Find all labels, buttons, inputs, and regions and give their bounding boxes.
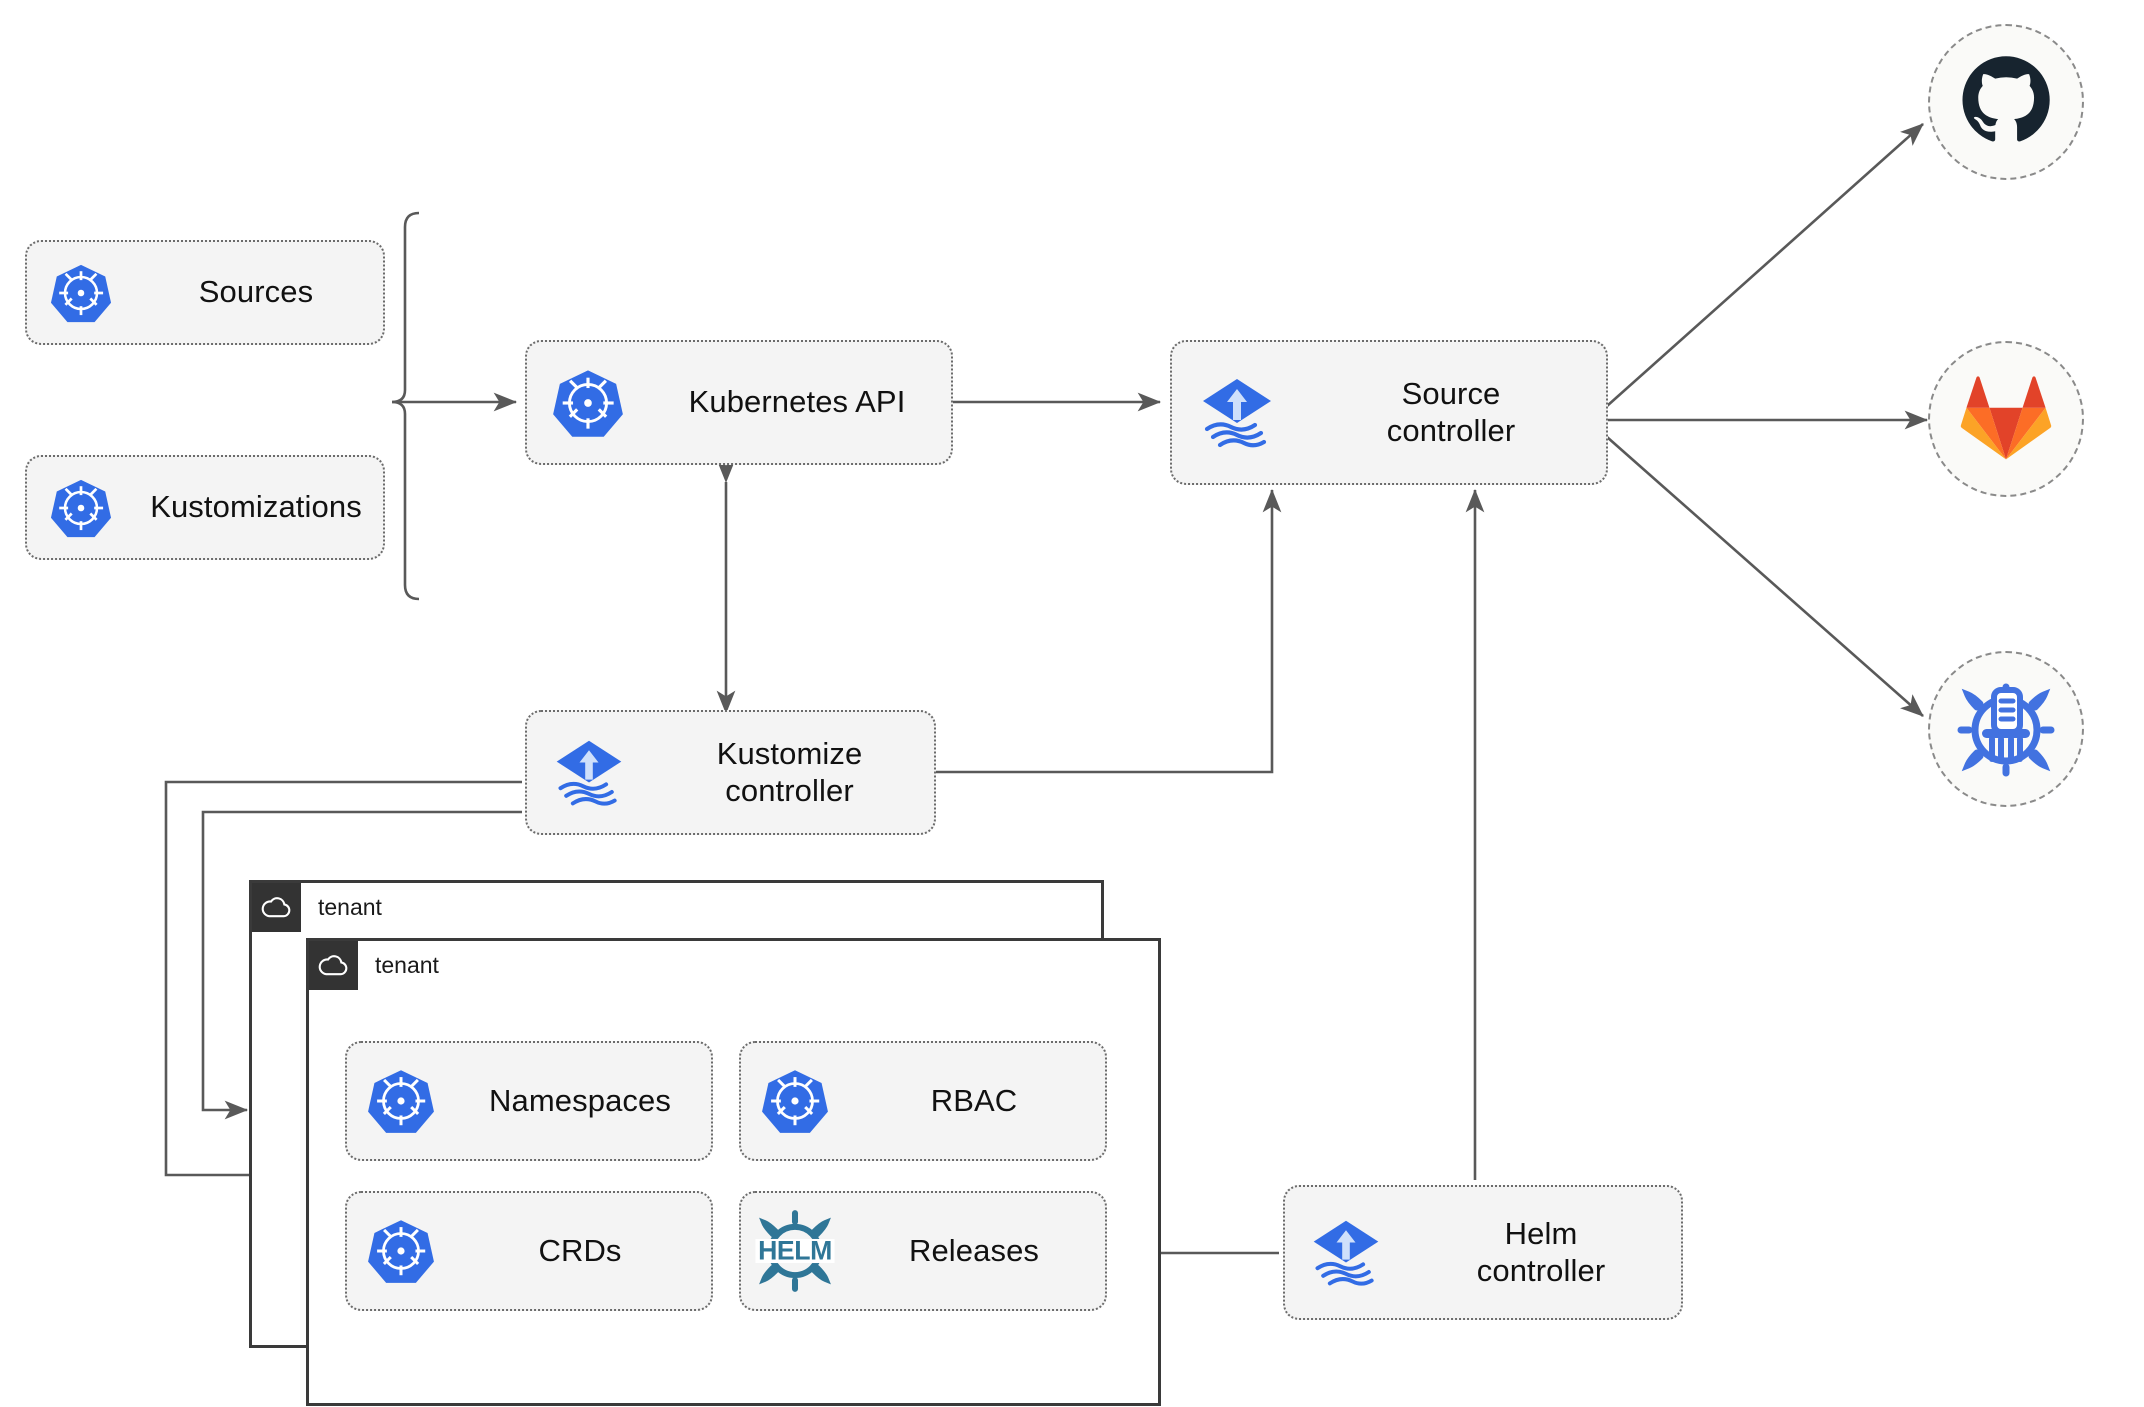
kubernetes-icon [27, 477, 135, 539]
node-label: Kustomize controller [651, 736, 934, 809]
node-helm-controller[interactable]: Helm controller [1283, 1185, 1683, 1320]
tenant-header: tenant [252, 883, 382, 932]
kubernetes-icon [741, 1067, 849, 1135]
node-label: Kubernetes API [688, 384, 906, 420]
tenant-item-label: CRDs [538, 1232, 622, 1268]
wire-source-github [1606, 123, 1924, 407]
tenant-item-label: Namespaces [489, 1082, 671, 1118]
gitlab-icon [1960, 371, 2052, 468]
github-icon [1960, 54, 2052, 151]
wire-source-helmrepo [1606, 436, 1924, 717]
tenant-item-rbac[interactable]: RBAC [739, 1041, 1107, 1161]
node-label-line1: Helm [1504, 1215, 1578, 1251]
helm-repository-icon [1956, 677, 2056, 782]
kubernetes-icon [27, 262, 135, 324]
resource-label: Sources [198, 274, 314, 310]
helm-icon: HELM [741, 1208, 849, 1294]
tenant-item-namespaces[interactable]: Namespaces [345, 1041, 713, 1161]
node-label: Helm controller [1407, 1216, 1681, 1289]
kubernetes-icon [347, 1217, 455, 1285]
node-kubernetes-api[interactable]: Kubernetes API [525, 340, 953, 465]
kubernetes-icon [347, 1067, 455, 1135]
cloud-icon [309, 941, 358, 990]
provider-github[interactable] [1928, 24, 2084, 180]
resource-node-sources[interactable]: Sources [25, 240, 385, 345]
node-label-line2: controller [1476, 1252, 1606, 1288]
node-source-controller[interactable]: Source controller [1170, 340, 1608, 485]
flux-icon [1172, 373, 1302, 453]
svg-text:HELM: HELM [758, 1236, 832, 1266]
node-label-line2: controller [1386, 412, 1516, 448]
tenant-item-crds[interactable]: CRDs [345, 1191, 713, 1311]
tenant-title: tenant [318, 894, 382, 920]
tenant-item-label: Releases [908, 1232, 1040, 1268]
flux-icon [1285, 1215, 1407, 1291]
cloud-icon [252, 883, 301, 932]
kubernetes-icon [527, 367, 649, 439]
tenant-item-label: RBAC [930, 1082, 1018, 1118]
brace-group [391, 211, 420, 601]
wire-kustomize-source [936, 488, 1282, 774]
node-label-line2: controller [725, 772, 854, 808]
provider-helm-repository[interactable] [1928, 651, 2084, 807]
tenant-title: tenant [375, 952, 439, 978]
node-kustomize-controller[interactable]: Kustomize controller [525, 710, 936, 835]
tenant-header: tenant [309, 941, 439, 990]
provider-gitlab[interactable] [1928, 341, 2084, 497]
flux-icon [527, 735, 651, 811]
node-label: Source controller [1302, 376, 1606, 449]
node-label-line1: Source [1401, 375, 1501, 411]
node-label-line1: Kustomize [716, 735, 863, 771]
resource-node-kustomizations[interactable]: Kustomizations [25, 455, 385, 560]
tenant-item-releases[interactable]: HELM Releases [739, 1191, 1107, 1311]
tenant-panel-front[interactable]: tenant Namespaces [306, 938, 1161, 1406]
resource-label: Kustomizations [150, 489, 362, 525]
